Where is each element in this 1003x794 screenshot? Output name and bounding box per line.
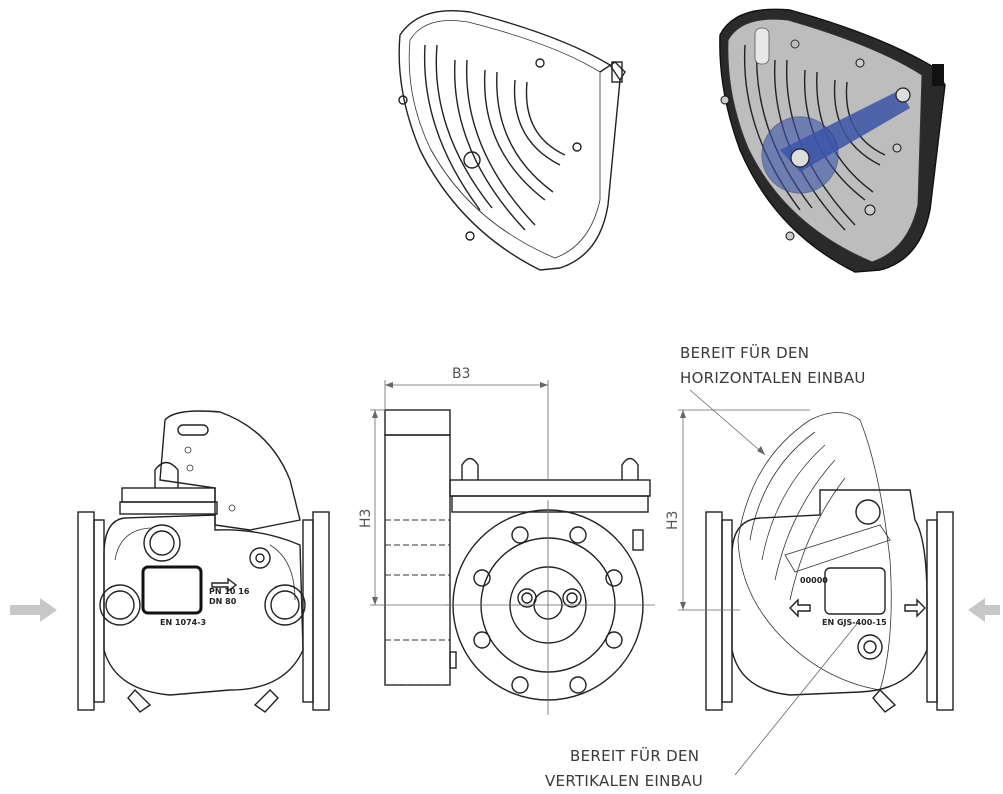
valve-front-view xyxy=(384,409,655,715)
cover-transparent-view xyxy=(719,8,946,273)
leader-horizontal xyxy=(689,389,766,456)
dimension-h3-right-label: H3 xyxy=(665,511,681,530)
flow-arrow-left xyxy=(10,598,57,622)
leader-vertical xyxy=(734,619,861,776)
pressure-marking: PN 10 16 xyxy=(209,587,250,596)
valve-side-view: PN 10 16 DN 80 EN 1074-3 xyxy=(77,410,330,713)
label-vertical-line1: BEREIT FÜR DEN xyxy=(570,746,699,765)
dimension-h3-right: H3 xyxy=(665,409,810,611)
serial-marking: 00000 xyxy=(800,576,828,585)
dimension-h3-left: H3 xyxy=(358,409,450,606)
dimension-b3-label: B3 xyxy=(452,366,471,382)
material-marking: EN GJS-400-15 xyxy=(822,618,887,627)
valve-side-view-mounted: 00000 EN GJS-400-15 xyxy=(705,412,954,713)
flow-arrow-right xyxy=(968,598,1000,622)
size-marking: DN 80 xyxy=(209,597,237,606)
dimension-b3: B3 xyxy=(384,366,549,480)
label-horizontal-line1: BEREIT FÜR DEN xyxy=(680,343,809,362)
label-horizontal-line2: HORIZONTALEN EINBAU xyxy=(680,369,866,387)
dimension-h3-left-label: H3 xyxy=(358,509,374,528)
label-vertical-line2: VERTIKALEN EINBAU xyxy=(545,772,703,790)
cover-isometric-view xyxy=(398,9,626,271)
standard-marking: EN 1074-3 xyxy=(160,618,206,627)
